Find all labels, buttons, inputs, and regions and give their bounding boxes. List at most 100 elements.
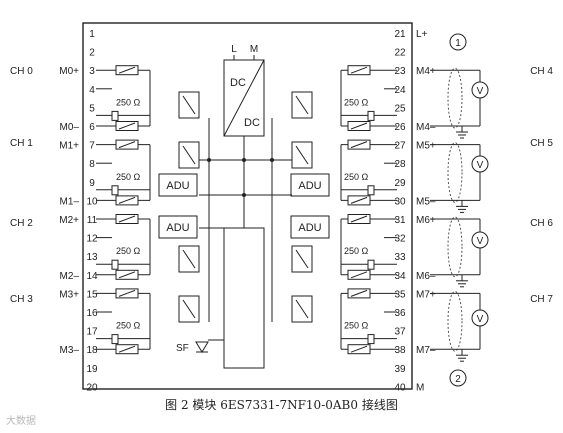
- pin-number: 26: [394, 122, 406, 133]
- dc-bottom-label: DC: [244, 117, 260, 129]
- mux-switch-diagonal: [182, 145, 196, 165]
- input-fuse-mark: [118, 66, 136, 74]
- pin-label: M5+: [416, 141, 436, 152]
- channel-label: CH 7: [530, 294, 553, 305]
- channel-label: CH 5: [530, 138, 553, 149]
- cable-shield: [447, 216, 463, 278]
- marker-1-icon: [449, 33, 467, 51]
- bus-junction: [242, 158, 246, 162]
- module-frame: [82, 22, 413, 390]
- mux-switch-diagonal: [295, 249, 309, 269]
- voltmeter-label: V: [477, 236, 484, 247]
- pin-number: 20: [86, 382, 98, 393]
- adu-block: [158, 215, 198, 239]
- pin-number: 36: [394, 308, 406, 319]
- shunt-resistor-label: 250 Ω: [116, 172, 141, 182]
- sf-led-icon: [195, 341, 209, 353]
- pin-number: 14: [86, 271, 98, 282]
- input-fuse-mark: [118, 271, 136, 279]
- mux-switch-diagonal: [295, 299, 309, 319]
- input-fuse-mark: [350, 196, 368, 204]
- pin-number: 28: [394, 159, 406, 170]
- marker-2-label: 2: [455, 374, 461, 385]
- pin-number: 38: [394, 345, 406, 356]
- shunt-resistor: [367, 185, 375, 196]
- pin-number: 37: [394, 327, 406, 338]
- voltmeter-label: V: [477, 160, 484, 171]
- pin-terminals: 123M0+456M0–7M1+8910M1–11M2+121314M2–15M…: [10, 29, 553, 393]
- pin-number: 33: [394, 252, 406, 263]
- pin-label: M4–: [416, 122, 436, 133]
- input-fuse-mark: [118, 141, 136, 149]
- pin-number: 5: [89, 103, 95, 114]
- channel-label: CH 2: [10, 218, 33, 229]
- shunt-resistor-label: 250 Ω: [344, 172, 369, 182]
- pin-label: M7–: [416, 345, 436, 356]
- pin-label: L+: [416, 29, 428, 40]
- shunt-resistor: [367, 259, 375, 270]
- pin-number: 35: [394, 289, 406, 300]
- voltmeter-icon: [471, 155, 489, 173]
- shunt-resistor-label: 250 Ω: [116, 246, 141, 256]
- shunt-resistor-label: 250 Ω: [116, 97, 141, 107]
- voltmeter-icon: [471, 309, 489, 327]
- voltmeter-label: V: [477, 314, 484, 325]
- shunt-resistor-label: 250 Ω: [344, 321, 369, 331]
- pin-label: M: [416, 382, 424, 393]
- shunt-resistor: [367, 334, 375, 345]
- supply-m-label: M: [250, 44, 258, 55]
- input-fuse-mark: [118, 215, 136, 223]
- sf-label: SF: [176, 343, 189, 354]
- channel-label: CH 0: [10, 66, 33, 77]
- pin-number: 21: [394, 29, 406, 40]
- adu-label: ADU: [166, 180, 189, 192]
- input-fuse-mark: [350, 289, 368, 297]
- voltmeter-icon: [471, 81, 489, 99]
- pin-number: 11: [87, 215, 98, 226]
- pin-number: 17: [86, 327, 98, 338]
- voltmeter-label: V: [477, 86, 484, 97]
- supply-l-label: L: [231, 44, 237, 55]
- mux-switch-diagonal: [182, 95, 196, 115]
- pin-number: 25: [394, 103, 406, 114]
- adu-label: ADU: [298, 180, 321, 192]
- shunt-resistor: [111, 334, 119, 345]
- pin-number: 4: [89, 85, 95, 96]
- pin-label: M3–: [60, 345, 80, 356]
- input-fuse-mark: [350, 141, 368, 149]
- pin-label: M4+: [416, 66, 436, 77]
- pin-number: 16: [86, 308, 98, 319]
- pin-number: 7: [89, 141, 95, 152]
- cable-shield: [447, 290, 463, 352]
- shunt-resistor-label: 250 Ω: [344, 97, 369, 107]
- pin-number: 34: [394, 271, 406, 282]
- shunt-resistor: [111, 110, 119, 121]
- mux-switch-diagonal: [295, 95, 309, 115]
- pin-number: 10: [86, 196, 98, 207]
- pin-number: 6: [89, 122, 95, 133]
- controller-block: [223, 227, 265, 369]
- pin-label: M1+: [59, 141, 79, 152]
- pin-number: 39: [394, 364, 406, 375]
- pin-number: 24: [394, 85, 406, 96]
- pin-label: M2+: [59, 215, 79, 226]
- pin-number: 9: [89, 178, 95, 189]
- input-fuse-mark: [118, 289, 136, 297]
- pin-label: M5–: [416, 196, 436, 207]
- cable-shield: [447, 67, 463, 129]
- mux-switch-diagonal: [295, 145, 309, 165]
- input-fuse-mark: [118, 122, 136, 130]
- cable-shield: [447, 142, 463, 203]
- dc-top-label: DC: [230, 77, 246, 89]
- dc-converter-diagonal: [223, 59, 265, 137]
- input-fuse-mark: [350, 66, 368, 74]
- voltmeter-icon: [471, 231, 489, 249]
- figure-caption: 图 2 模块 6ES7331-7NF10-0AB0 接线图: [165, 398, 398, 412]
- channel-label: CH 6: [530, 218, 553, 229]
- pin-number: 29: [394, 178, 406, 189]
- input-fuse-mark: [118, 345, 136, 353]
- pin-number: 15: [86, 289, 98, 300]
- input-fuse-mark: [350, 215, 368, 223]
